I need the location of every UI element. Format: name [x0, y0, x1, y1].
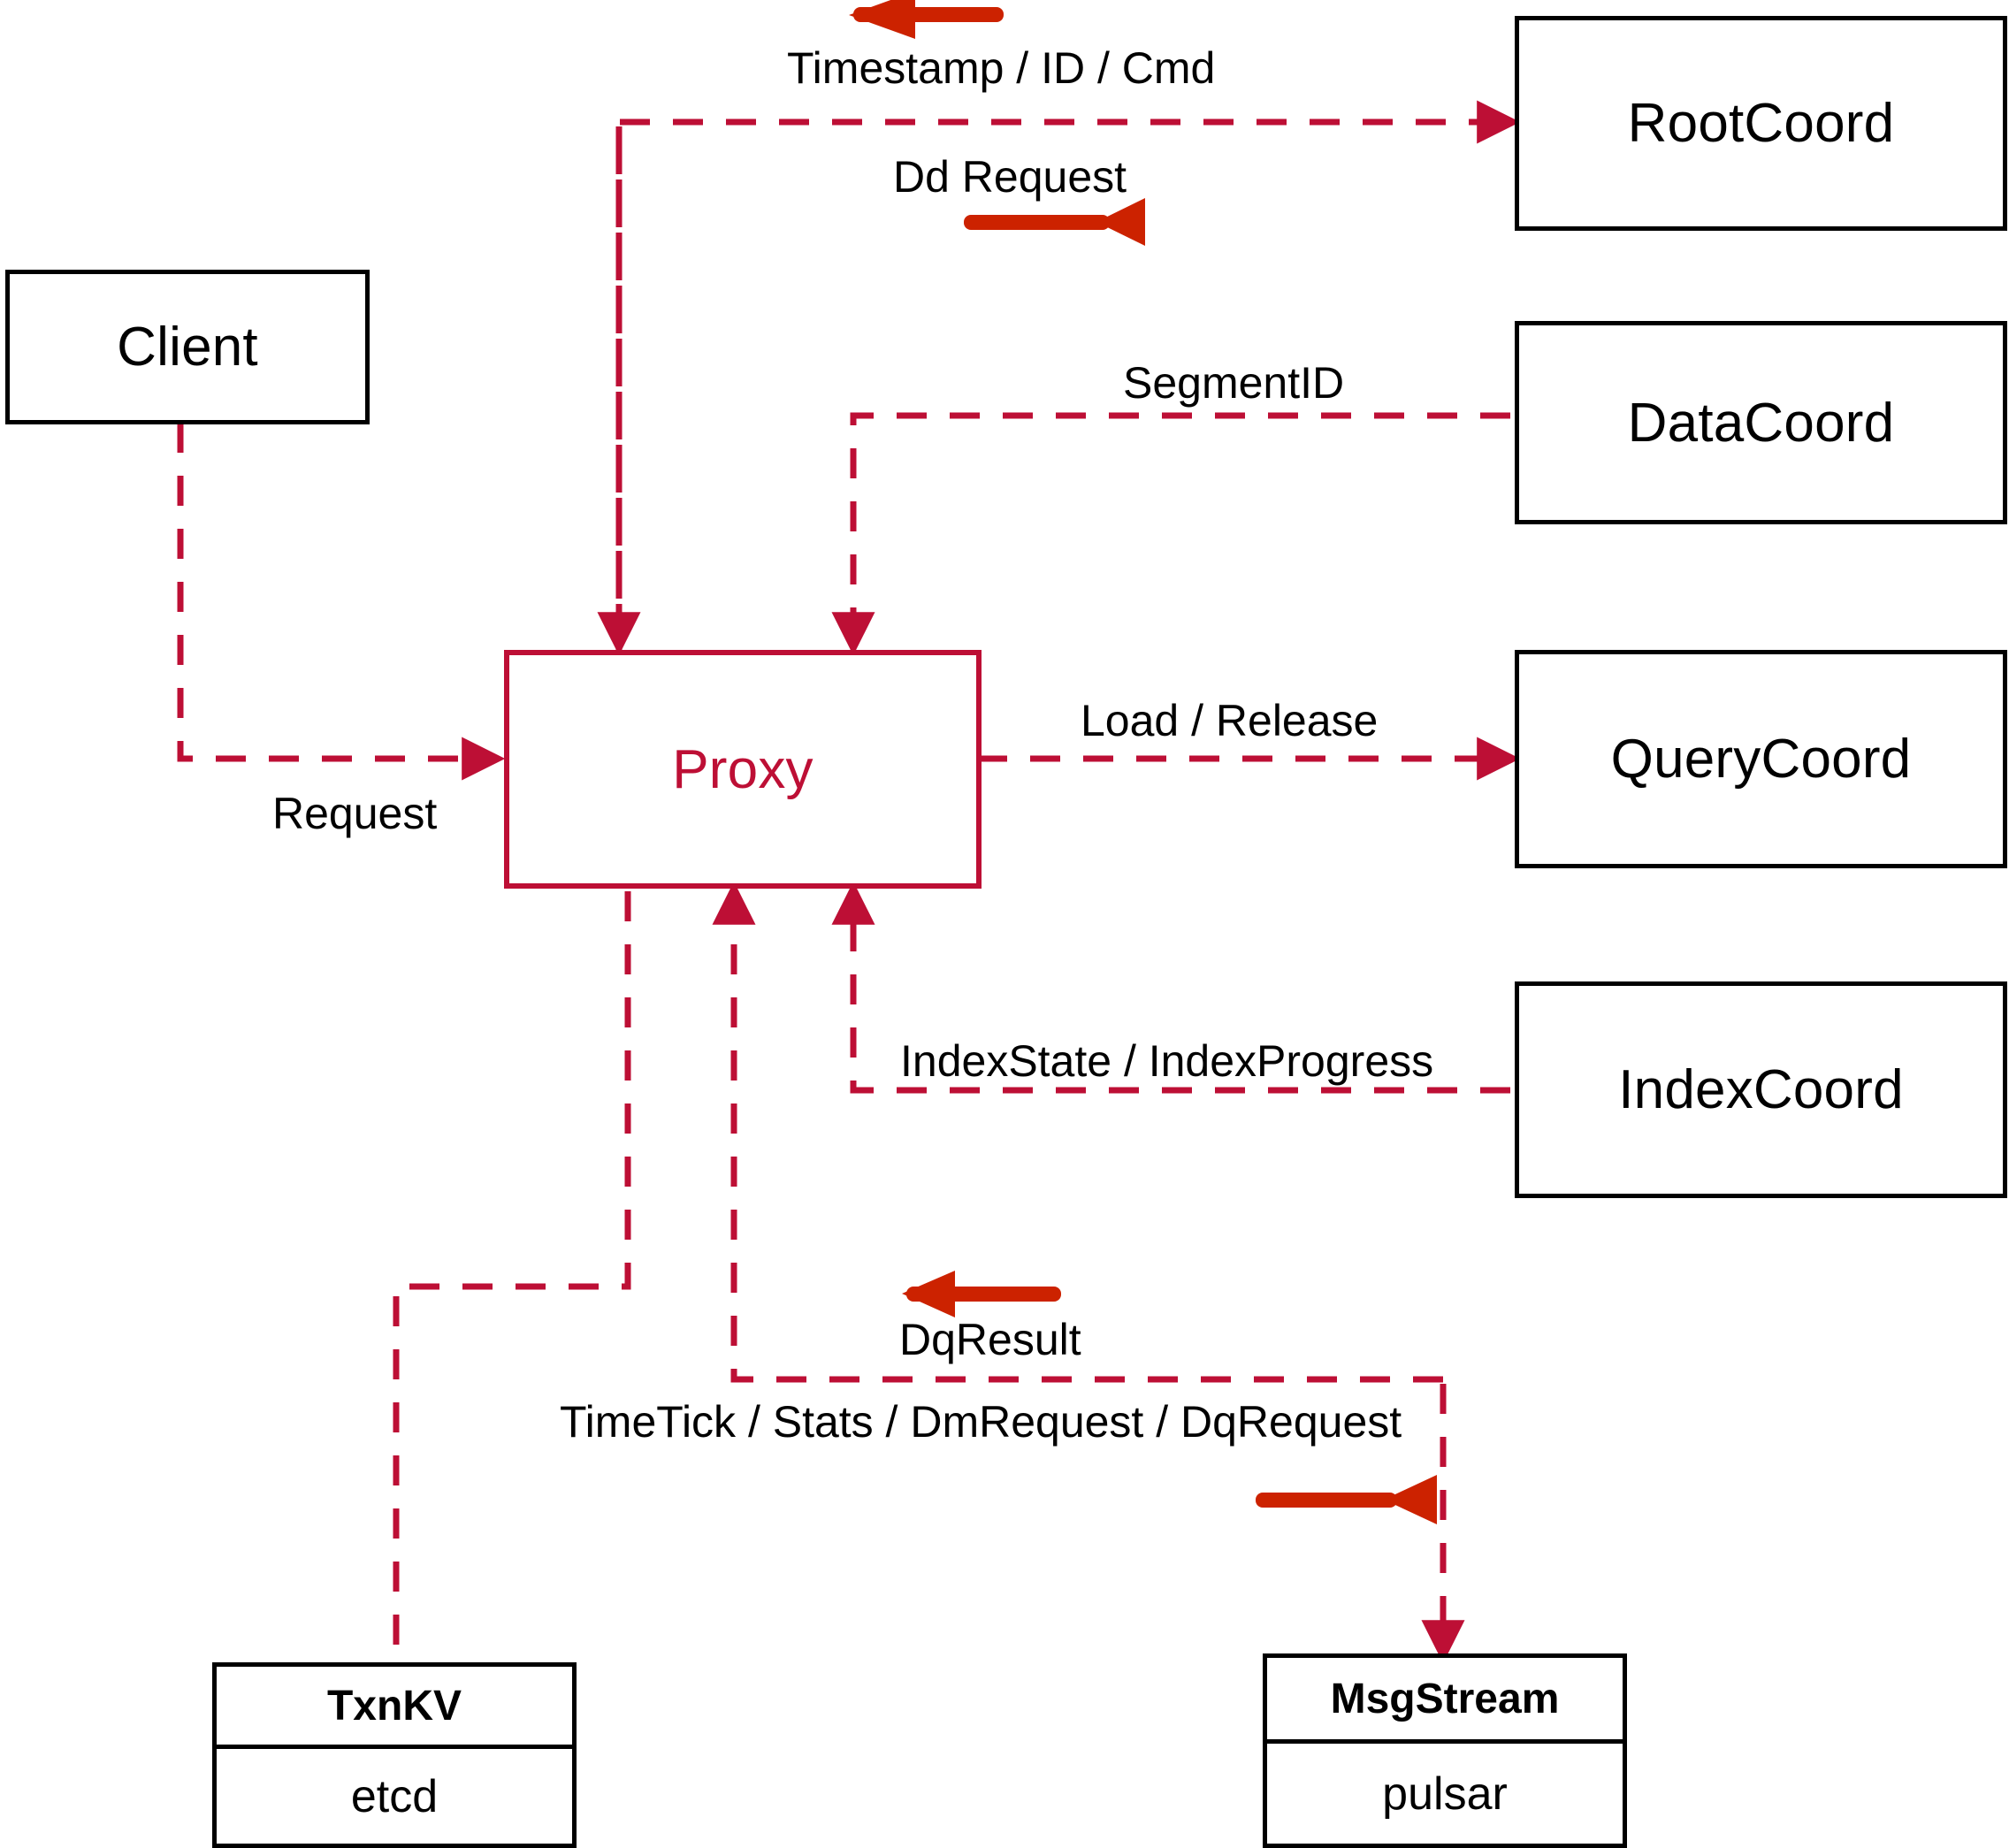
bold-arrow-left-dqresult	[902, 1271, 1061, 1317]
node-msgstream-body: pulsar	[1267, 1744, 1623, 1844]
node-indexcoord-label: IndexCoord	[1618, 1059, 1904, 1120]
bold-arrow-right-timetick	[1256, 1475, 1437, 1524]
node-rootcoord-label: RootCoord	[1627, 93, 1895, 154]
node-datacoord-label: DataCoord	[1627, 392, 1895, 454]
edge-label-load-release: Load / Release	[1081, 696, 1379, 745]
bold-arrow-right-ddrequest	[964, 198, 1145, 246]
node-rootcoord[interactable]: RootCoord	[1515, 16, 2007, 231]
node-client[interactable]: Client	[5, 270, 370, 424]
node-client-label: Client	[117, 317, 258, 378]
node-txnkv-body: etcd	[217, 1749, 572, 1844]
edge-label-timetick-stats: TimeTick / Stats / DmRequest / DqRequest	[560, 1397, 1402, 1447]
edge-indexcoord-to-proxy	[831, 881, 1510, 1094]
edge-label-dq-result: DqResult	[899, 1315, 1081, 1364]
node-querycoord[interactable]: QueryCoord	[1515, 650, 2007, 868]
edge-msgstream-to-proxy	[712, 881, 1443, 1383]
edge-client-to-proxy	[177, 423, 506, 781]
node-msgstream-header: MsgStream	[1267, 1658, 1623, 1745]
edge-label-request: Request	[272, 789, 438, 838]
node-msgstream[interactable]: MsgStream pulsar	[1263, 1653, 1627, 1848]
node-txnkv-body-label: etcd	[350, 1770, 439, 1822]
edge-proxy-to-rootcoord	[615, 100, 1521, 652]
node-msgstream-body-label: pulsar	[1382, 1768, 1508, 1820]
node-txnkv[interactable]: TxnKV etcd	[212, 1662, 577, 1848]
edge-datacoord-to-proxy	[831, 412, 1510, 656]
edge-proxy-to-txnkv	[393, 891, 631, 1662]
edge-label-timestamp-id-cmd: Timestamp / ID / Cmd	[787, 43, 1216, 93]
edge-label-dd-request: Dd Request	[893, 152, 1127, 202]
node-proxy[interactable]: Proxy	[504, 650, 982, 889]
node-txnkv-header-label: TxnKV	[326, 1682, 462, 1730]
node-querycoord-label: QueryCoord	[1610, 729, 1912, 790]
node-msgstream-header-label: MsgStream	[1330, 1675, 1560, 1722]
node-indexcoord[interactable]: IndexCoord	[1515, 981, 2007, 1198]
edge-label-segment-id: SegmentID	[1123, 358, 1345, 408]
node-proxy-label: Proxy	[672, 738, 814, 800]
node-txnkv-header: TxnKV	[217, 1667, 572, 1749]
bold-arrow-left-timestamp	[849, 0, 1004, 39]
edge-label-index-state-progress: IndexState / IndexProgress	[900, 1036, 1434, 1086]
node-datacoord[interactable]: DataCoord	[1515, 321, 2007, 524]
